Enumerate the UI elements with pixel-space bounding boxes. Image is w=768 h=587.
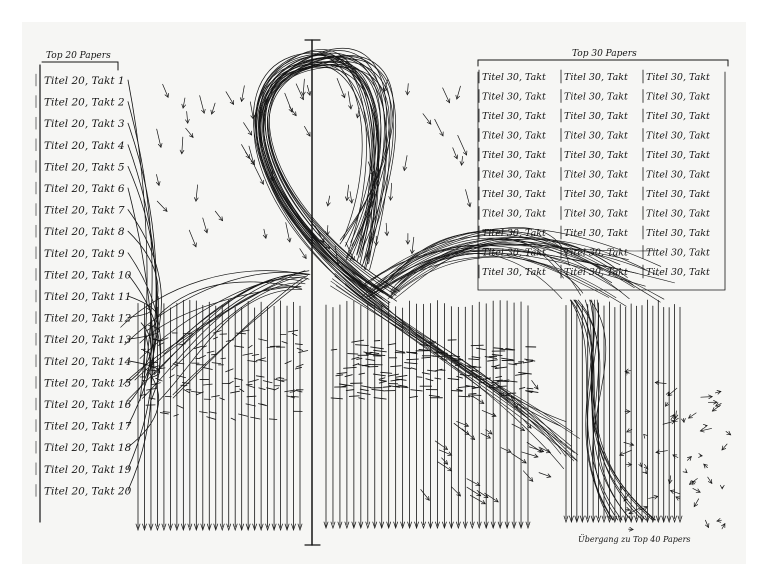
- right-grid-cell: Titel 30, Takt: [564, 111, 628, 122]
- left-column-header: Top 20 Papers: [46, 51, 111, 61]
- left-column-item: Titel 20, Takt 8: [44, 226, 125, 238]
- left-fan-lines: [120, 79, 311, 491]
- left-column-item: Titel 20, Takt 17: [44, 421, 132, 433]
- left-column-item: Titel 20, Takt 14: [44, 356, 131, 368]
- right-grid-cell: Titel 30, Takt: [482, 92, 546, 103]
- vertical-arrow-bundles: [135, 299, 683, 532]
- right-grid-cell: Titel 30, Takt: [482, 111, 546, 122]
- left-column-item: Titel 20, Takt 16: [44, 399, 132, 411]
- right-grid-cell: Titel 30, Takt: [646, 248, 710, 259]
- left-column-item: Titel 20, Takt 20: [44, 485, 132, 497]
- right-grid-cell: Titel 30, Takt: [646, 189, 710, 200]
- curve-bundle: [253, 48, 675, 470]
- right-block-header: Top 30 Papers: [572, 49, 637, 59]
- left-column-item: Titel 20, Takt 15: [44, 377, 132, 389]
- right-grid-cell: Titel 30, Takt: [646, 228, 710, 239]
- right-grid-cell: Titel 30, Takt: [564, 209, 628, 220]
- right-grid-cell: Titel 30, Takt: [482, 228, 546, 239]
- left-column-item: Titel 20, Takt 19: [44, 464, 132, 476]
- right-grid-cell: Titel 30, Takt: [564, 228, 628, 239]
- footer-note: Übergang zu Top 40 Papers: [578, 535, 691, 544]
- right-grid-cell: Titel 30, Takt: [564, 72, 628, 83]
- left-column-item: Titel 20, Takt 4: [44, 140, 125, 152]
- left-column-item: Titel 20, Takt 11: [44, 291, 131, 303]
- right-grid-cell: Titel 30, Takt: [564, 92, 628, 103]
- left-column-item: Titel 20, Takt 5: [44, 161, 125, 173]
- left-column-item: Titel 20, Takt 3: [44, 118, 125, 130]
- left-column-item: Titel 20, Takt 9: [44, 248, 125, 260]
- right-grid-cell: Titel 30, Takt: [482, 170, 546, 181]
- right-grid-cell: Titel 30, Takt: [646, 72, 710, 83]
- right-grid-cell: Titel 30, Takt: [482, 267, 546, 278]
- left-column-item: Titel 20, Takt 1: [44, 75, 125, 87]
- right-grid-cell: Titel 30, Takt: [646, 170, 710, 181]
- right-grid-cell: Titel 30, Takt: [564, 170, 628, 181]
- right-grid-cell: Titel 30, Takt: [646, 209, 710, 220]
- scattered-arrows: [156, 78, 732, 532]
- right-grid-cell: Titel 30, Takt: [482, 72, 546, 83]
- left-column-item: Titel 20, Takt 6: [44, 183, 125, 195]
- left-column-item: Titel 20, Takt 18: [44, 442, 132, 454]
- right-grid-cell: Titel 30, Takt: [482, 209, 546, 220]
- left-column-item: Titel 20, Takt 12: [44, 313, 132, 325]
- right-grid-cell: Titel 30, Takt: [564, 189, 628, 200]
- right-grid-cell: Titel 30, Takt: [482, 189, 546, 200]
- right-grid-cell: Titel 30, Takt: [564, 131, 628, 142]
- right-grid-cell: Titel 30, Takt: [482, 131, 546, 142]
- left-column-list: Titel 20, Takt 1 Titel 20, Takt 2 Titel 20…: [35, 73, 132, 497]
- right-grid-cell: Titel 30, Takt: [564, 248, 628, 259]
- right-grid-cell: Titel 30, Takt: [482, 150, 546, 161]
- right-grid-cell: Titel 30, Takt: [482, 248, 546, 259]
- left-column-item: Titel 20, Takt 2: [44, 97, 125, 109]
- right-grid-cell: Titel 30, Takt: [564, 267, 628, 278]
- right-grid-cell: Titel 30, Takt: [646, 131, 710, 142]
- right-grid-cell: Titel 30, Takt: [564, 150, 628, 161]
- right-grid-cell: Titel 30, Takt: [646, 267, 710, 278]
- left-column-item: Titel 20, Takt 7: [44, 205, 125, 217]
- right-grid-cell: Titel 30, Takt: [646, 111, 710, 122]
- left-column-item: Titel 20, Takt 10: [44, 269, 132, 281]
- right-grid-cell: Titel 30, Takt: [646, 92, 710, 103]
- right-grid-cell: Titel 30, Takt: [646, 150, 710, 161]
- left-column-item: Titel 20, Takt 13: [44, 334, 132, 346]
